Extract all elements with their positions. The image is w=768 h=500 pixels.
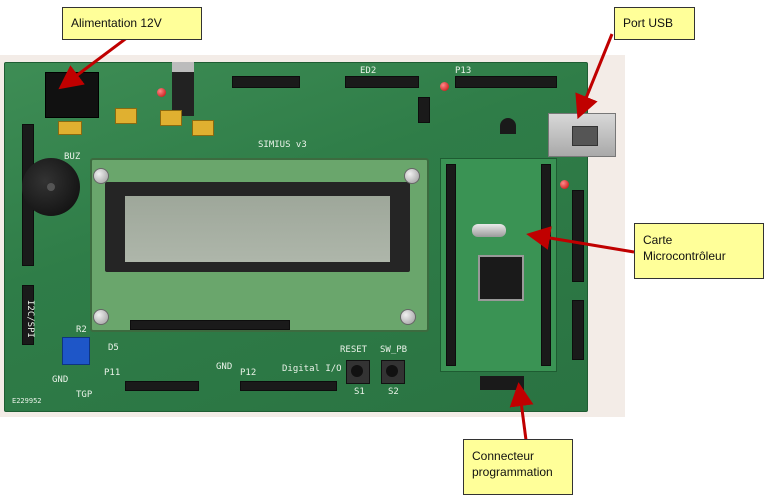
buz-silk: BUZ [64,152,81,162]
s2-silk: S2 [388,387,399,397]
voltage-regulator [172,62,194,116]
p11-silk: P11 [104,368,121,378]
r2-silk: R2 [76,325,87,335]
reset-button-cap [351,365,363,377]
buzzer-hole [47,183,55,191]
red-led [560,180,569,189]
callout-usb: Port USB [614,7,695,40]
transistor [500,118,516,134]
jumper-header [418,97,430,123]
s1-silk: S1 [354,387,365,397]
p12-silk: P12 [240,368,257,378]
header-connector [446,164,456,366]
crystal-oscillator [472,224,506,237]
callout-micro: Carte Microcontrôleur [634,223,764,279]
header-connector [345,76,419,88]
header-connector [125,381,199,391]
header-connector [455,76,557,88]
swpb-silk: SW_PB [380,345,408,355]
header-connector [22,285,34,345]
tantalum-capacitor [58,121,82,135]
gnd-mid-silk: GND [216,362,233,372]
digital-io-silk: Digital I/O [282,364,342,374]
board-name: SIMIUS v3 [258,140,307,150]
p13-silk: P13 [455,66,472,76]
d5-silk: D5 [108,343,119,353]
tantalum-capacitor [192,120,214,136]
callout-power: Alimentation 12V [62,7,202,40]
callout-power-text: Alimentation 12V [71,16,162,30]
header-connector [572,300,584,360]
dc-power-jack [45,72,99,118]
programming-connector [480,376,524,390]
gnd-left-silk: GND [52,375,69,385]
ed2-silk: ED2 [360,66,377,76]
red-led [157,88,166,97]
mounting-screw [400,309,416,325]
tantalum-capacitor [160,110,182,126]
reset-silk: RESET [340,345,368,355]
lcd-pin-header [130,320,290,330]
mounting-screw [404,168,420,184]
i2c-spi-silk: I2C/SPI [25,300,35,338]
red-led [440,82,449,91]
header-connector [572,190,584,282]
callout-prog: Connecteur programmation [463,439,573,495]
header-connector [541,164,551,366]
catalog-silk: E229952 [12,397,42,405]
microcontroller-chip [478,255,524,301]
tantalum-capacitor [115,108,137,124]
callout-micro-line2: Microcontrôleur [643,249,726,263]
mounting-screw [93,309,109,325]
callout-usb-text: Port USB [623,16,674,30]
callout-micro-line1: Carte [643,233,673,247]
potentiometer [62,337,90,365]
header-connector [240,381,337,391]
callout-prog-line1: Connecteur [472,449,535,463]
push-button-cap [386,365,398,377]
header-connector [232,76,300,88]
usb-port-opening [572,126,598,146]
mounting-screw [93,168,109,184]
callout-prog-line2: programmation [472,465,553,479]
tgp-silk: TGP [76,390,93,400]
lcd-screen [125,196,390,262]
